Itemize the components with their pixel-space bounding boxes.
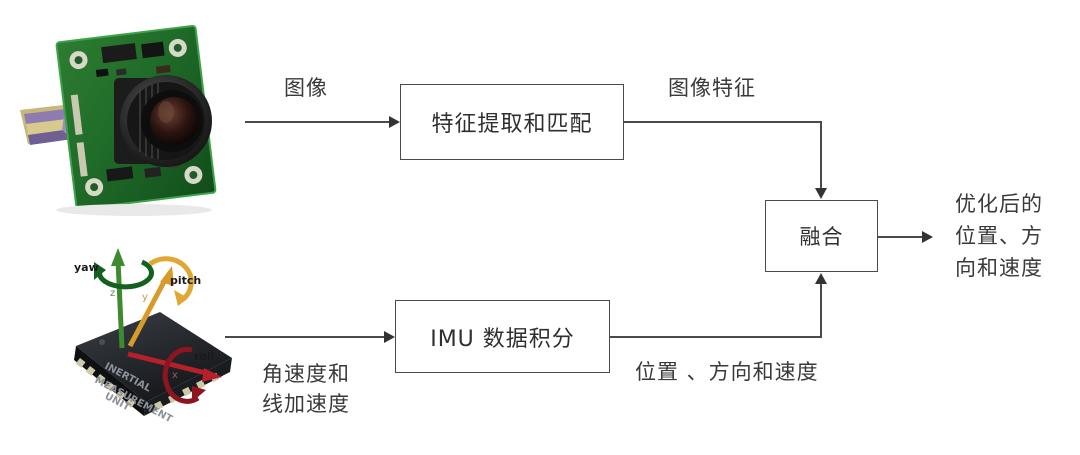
imu-module-image: INERTIAL MEASUREMENT UNIT yaw z (42, 238, 267, 428)
imu-module-svg: INERTIAL MEASUREMENT UNIT yaw z (74, 248, 232, 425)
output-label-line1: 优化后的 (955, 192, 1043, 216)
pitch-axis-icon: pitch y (127, 256, 201, 348)
edge-imu-to-imubox-arrowhead (384, 331, 395, 343)
edge-label-image-features: 图像特征 (668, 76, 756, 100)
edge-imubox-to-fusion-arrowhead (815, 273, 827, 284)
roll-axis-icon: roll x (127, 346, 222, 404)
edge-label-image: 图像 (284, 76, 328, 100)
node-feature-extraction-box[interactable]: 特征提取和匹配 (400, 84, 624, 160)
node-imu-integration-box[interactable]: IMU 数据积分 (395, 300, 610, 373)
edge-imu-to-imubox-line (225, 336, 385, 338)
node-fusion-box[interactable]: 融合 (765, 200, 878, 272)
camera-lens (114, 75, 212, 167)
node-imu-integration-label: IMU 数据积分 (430, 326, 575, 352)
edge-label-angular-velocity-line2: 线加速度 (262, 392, 350, 416)
svg-text:x: x (172, 370, 178, 381)
edge-label-angular-velocity-line1: 角速度和 (262, 362, 350, 386)
edge-feature-to-fusion-arrowhead (815, 188, 827, 199)
edge-imubox-to-fusion-v (820, 284, 822, 337)
roll-label: roll (194, 350, 215, 363)
edge-camera-to-feature-line (245, 121, 389, 123)
camera-module-svg (20, 24, 217, 216)
yaw-label: yaw (74, 261, 99, 274)
camera-module-image (14, 18, 249, 218)
output-label-line3: 向和速度 (955, 256, 1043, 280)
node-fusion-label: 融合 (799, 225, 844, 249)
node-feature-extraction-label: 特征提取和匹配 (431, 112, 593, 137)
pitch-label: pitch (170, 274, 201, 287)
edge-camera-to-feature-arrowhead (389, 116, 400, 128)
edge-feature-to-fusion-v (820, 121, 822, 189)
edge-feature-to-fusion-h (624, 121, 822, 123)
output-label-line2: 位置、方 (955, 224, 1043, 248)
imu-chip-body: INERTIAL MEASUREMENT UNIT (74, 312, 232, 425)
edge-fusion-output-arrowhead (922, 231, 933, 243)
yaw-axis-icon: yaw z (74, 248, 154, 349)
svg-text:z: z (110, 288, 115, 299)
edge-imubox-to-fusion-h (610, 336, 822, 338)
edge-label-pose-velocity: 位置 、方向和速度 (635, 360, 819, 384)
edge-fusion-output-line (878, 236, 926, 238)
svg-text:y: y (142, 292, 148, 303)
